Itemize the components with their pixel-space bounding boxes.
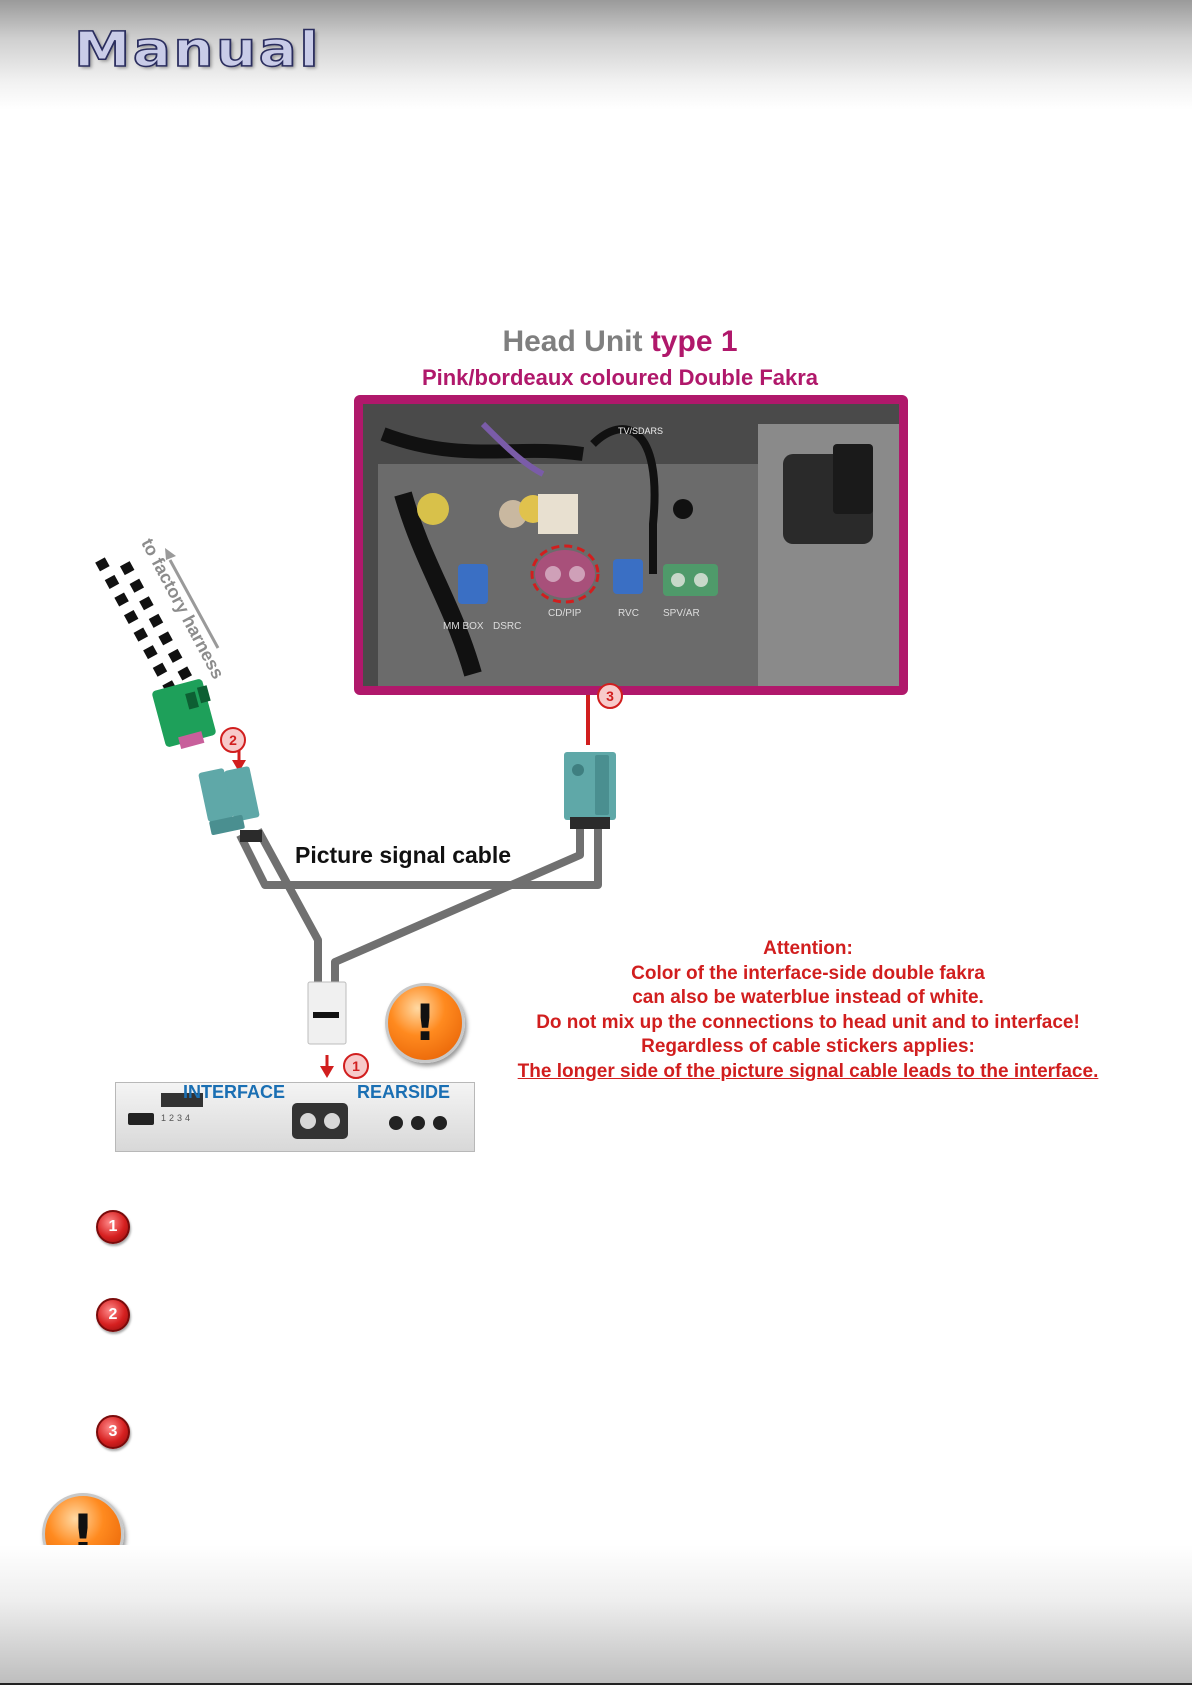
- title-head-unit: Head Unit: [502, 325, 643, 358]
- dip-number: 1: [161, 1113, 170, 1123]
- attention-line: can also be waterblue instead of white.: [632, 987, 984, 1008]
- step-number-icon: 2: [96, 1298, 130, 1332]
- dip-number: 3: [177, 1113, 186, 1123]
- marker-step-2: 2: [220, 727, 246, 753]
- picture-signal-cable-label: Picture signal cable: [295, 842, 512, 868]
- dip-switch-numbers: 1234: [161, 1113, 193, 1123]
- dip-number: 4: [185, 1113, 194, 1123]
- step-number-icon: 1: [96, 1210, 130, 1244]
- rearside-label: REARSIDE: [357, 1082, 451, 1102]
- factory-harness-cables: [95, 548, 220, 691]
- waterblue-fakra-left: [198, 766, 260, 836]
- photo-label-cdpip: CD/PIP: [548, 608, 582, 619]
- interface-ports: [128, 1093, 447, 1139]
- warning-exclamation-icon: !: [385, 983, 465, 1063]
- interface-label: INTERFACE: [183, 1082, 286, 1102]
- attention-note: Attention: Color of the interface-side d…: [470, 937, 1146, 1084]
- manual-logo: Manual: [73, 21, 322, 79]
- attention-line: Color of the interface-side double fakra: [631, 962, 985, 984]
- interface-box: 1234: [115, 1082, 475, 1152]
- marker-step-3: 3: [597, 683, 623, 709]
- dip-number: 2: [169, 1113, 178, 1123]
- photo-label-dsrc: DSRC: [493, 621, 521, 632]
- head-unit-photo: MM BOX DSRC CD/PIP RVC SPV/AR TV/SDARS: [354, 395, 908, 695]
- attention-line: Attention:: [763, 938, 853, 959]
- page-header: Manual: [0, 0, 1192, 110]
- page-footer: [0, 1545, 1192, 1685]
- waterblue-fakra-right: [564, 752, 616, 829]
- diagram-title: Head Unit type 1: [390, 325, 850, 359]
- attention-line: Do not mix up the connections to head un…: [536, 1011, 1080, 1033]
- title-type: type 1: [650, 325, 738, 358]
- green-fakra-connector: [152, 679, 216, 749]
- photo-label-tvsdars: TV/SDARS: [618, 426, 663, 436]
- marker-step-1: 1: [343, 1053, 369, 1079]
- wiring-diagram: [95, 548, 616, 1078]
- white-fakra-interface: [307, 981, 347, 1045]
- photo-label-mmbox: MM BOX: [443, 621, 484, 632]
- footer-divider: [0, 1683, 1192, 1685]
- head-unit-photo-drawing: MM BOX DSRC CD/PIP RVC SPV/AR TV/SDARS: [363, 404, 899, 686]
- attention-line: Regardless of cable stickers applies:: [641, 1036, 975, 1057]
- photo-label-rvc: RVC: [618, 608, 639, 619]
- picture-signal-cable: [236, 828, 602, 985]
- diagram-subtitle: Pink/bordeaux coloured Double Fakra: [421, 365, 819, 390]
- step-number-icon: 3: [96, 1415, 130, 1449]
- attention-underlined-line: The longer side of the picture signal ca…: [517, 1060, 1099, 1082]
- photo-label-spvar: SPV/AR: [663, 608, 700, 619]
